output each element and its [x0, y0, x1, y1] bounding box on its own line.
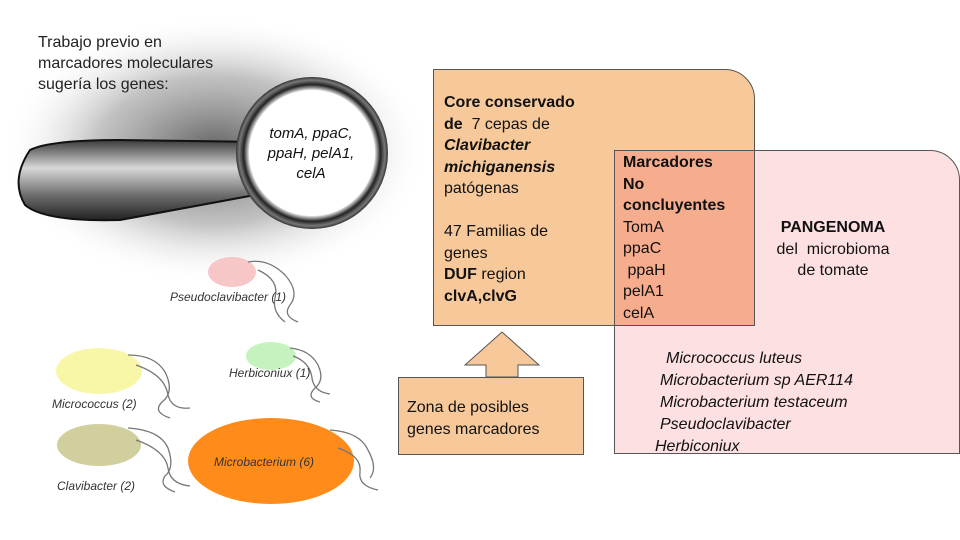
core-patogenas: patógenas	[444, 180, 519, 197]
marker-zone-line-2: genes marcadores	[407, 420, 540, 438]
core-familias-2: genes	[444, 244, 488, 262]
intro-line-3: sugería los genes:	[38, 76, 169, 93]
marker-gene-3: ppaH	[623, 261, 666, 279]
marker-gene-5: celA	[623, 304, 655, 322]
markers-title-1: Marcadores	[623, 154, 713, 171]
markers-title-2: No	[623, 175, 645, 193]
pangenome-species-3: Microbacterium testaceum	[660, 394, 848, 411]
core-duf-rest: region	[476, 266, 526, 283]
core-duf: DUF	[444, 266, 477, 283]
herbiconiux-cell	[246, 342, 331, 403]
core-species-1: Clavibacter	[444, 137, 531, 154]
marker-gene-2: ppaC	[623, 240, 662, 257]
lens-gene-line-1: tomA, ppaC,	[269, 125, 353, 142]
lens-handle	[17, 138, 264, 222]
marker-gene-4: pelA1	[623, 283, 664, 300]
pangenome-line-2: del microbioma	[776, 240, 890, 258]
markers-text: Marcadores No concluyentes TomA ppaC ppa…	[623, 152, 753, 324]
marker-zone-text: Zona de posibles genes marcadores	[407, 397, 579, 440]
pangenome-species-2: Microbacterium sp AER114	[660, 372, 853, 389]
core-title: Core conservado	[444, 94, 575, 111]
pangenome-species-5: Herbiconiux	[655, 438, 740, 455]
lens-gene-line-2: ppaH, pelA1,	[267, 145, 355, 162]
clavibacter-cell	[57, 424, 191, 493]
core-de: de	[444, 115, 463, 133]
intro-line-1: Trabajo previo en	[38, 34, 162, 51]
core-text: Core conservado de 7 cepas de Clavibacte…	[444, 92, 614, 307]
pangenome-line-3: de tomate	[797, 262, 869, 279]
intro-line-2: marcadores moleculares	[38, 55, 214, 72]
clavibacter-label: Clavibacter (2)	[57, 479, 136, 493]
core-clv: clvA,clvG	[444, 287, 517, 305]
micrococcus-cell	[56, 348, 191, 419]
pangenome-title: PANGENOMA	[780, 219, 886, 236]
overlap-region	[614, 150, 755, 326]
herbiconiux-label: Herbiconiux (1)	[229, 366, 311, 380]
pseudoclavibacter-label: Pseudoclavibacter (1)	[170, 290, 287, 304]
lens-glass	[249, 90, 375, 216]
core-species-2: michiganensis	[444, 158, 556, 176]
marker-gene-1: TomA	[623, 218, 664, 236]
lens-gene-list: tomA, ppaC, ppaH, pelA1, celA	[250, 124, 372, 184]
lens-gene-line-3: celA	[296, 165, 326, 182]
marker-zone-line-1: Zona de posibles	[407, 399, 529, 416]
microbacterium-cell	[188, 418, 379, 504]
marker-zone-box	[398, 377, 584, 455]
markers-title-3: concluyentes	[623, 197, 726, 214]
up-arrow	[463, 331, 541, 378]
pseudoclavibacter-cell	[208, 257, 299, 323]
pangenome-species-4: Pseudoclavibacter	[660, 416, 791, 433]
core-familias-1: 47 Familias de	[444, 223, 549, 240]
pangenome-title-block: PANGENOMA del microbioma de tomate	[756, 217, 910, 282]
micrococcus-label: Micrococcus (2)	[52, 397, 137, 411]
core-cepas: 7 cepas de	[471, 115, 550, 133]
intro-text: Trabajo previo en marcadores moleculares…	[38, 32, 258, 95]
pangenome-species-1: Micrococcus luteus	[666, 350, 803, 367]
microbacterium-label: Microbacterium (6)	[214, 455, 315, 469]
